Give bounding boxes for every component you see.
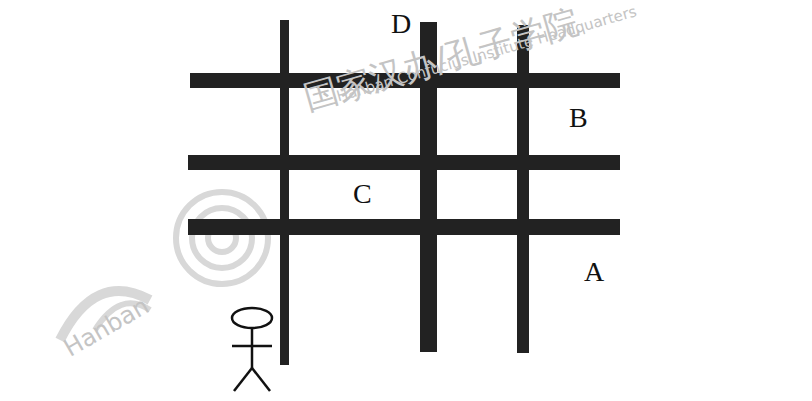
street	[188, 219, 620, 235]
place-label: D	[391, 10, 411, 38]
street	[188, 155, 620, 170]
watermark-text: Hanban Confucius Institute Headquarters	[335, 4, 638, 104]
place-label: A	[584, 258, 604, 286]
watermark-logo	[60, 192, 268, 340]
street	[517, 25, 529, 353]
person-figure	[232, 308, 272, 391]
place-label: B	[569, 104, 588, 132]
watermark-text: Hanban	[60, 293, 153, 360]
street	[280, 20, 289, 365]
place-label: C	[353, 180, 372, 208]
